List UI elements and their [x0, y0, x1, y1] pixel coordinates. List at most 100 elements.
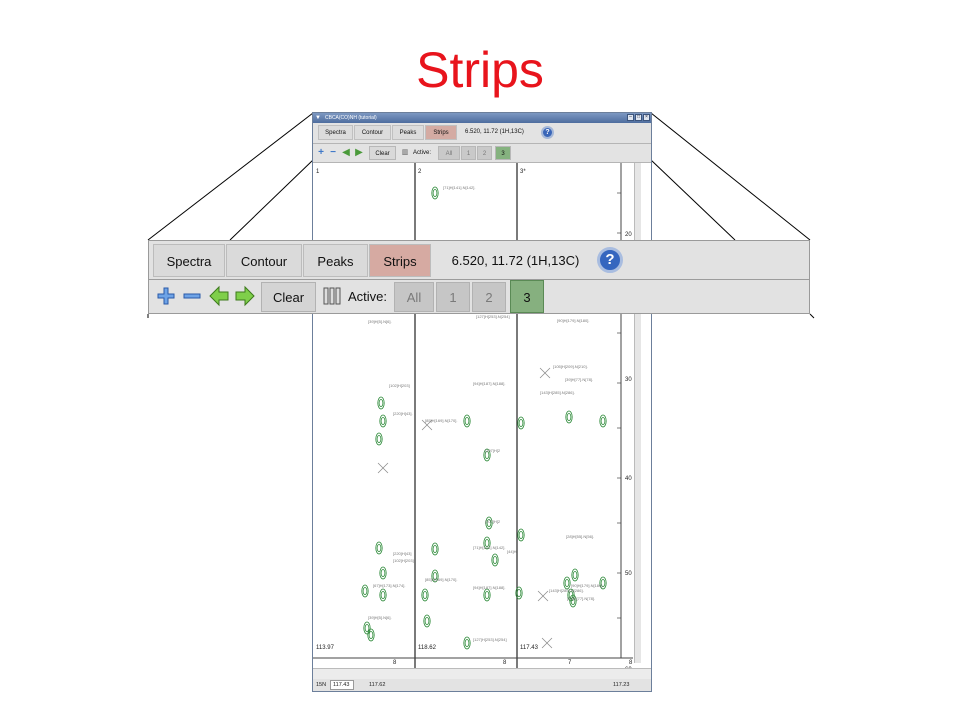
- vertical-scrollbar[interactable]: [634, 163, 641, 663]
- peak-contour: [516, 588, 522, 597]
- active-2-button[interactable]: 2: [477, 146, 492, 160]
- peak-contour: [483, 588, 491, 602]
- active-1-button[interactable]: 1: [436, 282, 470, 312]
- peak-label: [102]H[203]: [389, 383, 410, 388]
- tab-strips[interactable]: Strips: [425, 125, 457, 140]
- close-icon[interactable]: ×: [643, 114, 650, 121]
- strip-plot-area[interactable]: 1 2 3* 20 30 40 50 60 113.97 118.62 117.…: [313, 163, 651, 692]
- peak-contour: [380, 416, 386, 425]
- peak-label: [39]H[77].N[78].: [567, 596, 595, 601]
- peak-contour: [378, 398, 384, 407]
- strip-1-header: 1: [316, 169, 320, 175]
- peak-label: [85]H[169].N[170].: [425, 418, 457, 423]
- peak-contour: [571, 568, 579, 582]
- active-1-button[interactable]: 1: [461, 146, 476, 160]
- maximize-icon[interactable]: □: [635, 114, 642, 121]
- peak-contour: [424, 616, 430, 625]
- tab-bar: Spectra Contour Peaks Strips 6.520, 11.7…: [313, 123, 651, 144]
- peak-contour: [422, 590, 428, 599]
- peak-contour: [517, 416, 525, 430]
- active-3-button[interactable]: 3: [510, 280, 544, 313]
- peak-contour: [367, 628, 375, 642]
- peak-label: [107]H[2: [485, 519, 501, 524]
- arrow-right-icon[interactable]: ▶: [355, 147, 363, 158]
- peak-marker: [377, 462, 389, 474]
- tab-spectra[interactable]: Spectra: [153, 244, 225, 277]
- peak-contour: [486, 518, 492, 527]
- tab-contour[interactable]: Contour: [354, 125, 391, 140]
- arrow-left-icon[interactable]: [207, 282, 231, 310]
- tab-peaks[interactable]: Peaks: [392, 125, 424, 140]
- help-icon[interactable]: ?: [541, 126, 554, 139]
- peak-label: [90]H[179].N[180].: [571, 583, 603, 588]
- zoom-out-icon[interactable]: [180, 282, 204, 310]
- clear-button[interactable]: Clear: [261, 282, 316, 312]
- active-all-button[interactable]: All: [394, 282, 434, 312]
- peak-label: [39]H[5].N[6].: [368, 615, 392, 620]
- zoom-in-icon[interactable]: [154, 282, 178, 310]
- peak-label: [71]H[141].N[142].: [473, 545, 505, 550]
- peak-contour: [376, 543, 382, 552]
- peak-contour: [431, 186, 439, 200]
- peak-contour: [375, 432, 383, 446]
- horizontal-scrollbar[interactable]: [313, 668, 651, 679]
- help-icon[interactable]: ?: [597, 247, 623, 273]
- peak-contour: [379, 414, 387, 428]
- zoom-out-icon[interactable]: −: [330, 147, 336, 158]
- peak-label: [143]H[285].N[286].: [549, 588, 584, 593]
- peak-contour: [375, 541, 383, 555]
- tab-peaks[interactable]: Peaks: [303, 244, 368, 277]
- peak-contour: [361, 584, 369, 598]
- window-title: CBCA(CO)NH (tutorial): [325, 115, 377, 121]
- peak-contour: [600, 416, 606, 425]
- peak-contour: [564, 578, 570, 587]
- strip-1-footer: 113.97: [316, 645, 335, 651]
- tab-spectra[interactable]: Spectra: [318, 125, 353, 140]
- strip-columns-icon[interactable]: ▥: [401, 149, 409, 156]
- peak-contour: [432, 571, 438, 580]
- active-2-button[interactable]: 2: [472, 282, 506, 312]
- peak-contour: [492, 555, 498, 564]
- arrow-left-icon[interactable]: ◀: [342, 147, 350, 158]
- peak-contour: [518, 418, 524, 427]
- peak-contour: [570, 596, 576, 605]
- peak-label: [71]H[141].N[142].: [443, 185, 475, 190]
- tab-contour[interactable]: Contour: [226, 244, 302, 277]
- tab-strips[interactable]: Strips: [369, 244, 431, 277]
- strip-toolbar: + − ◀ ▶ Clear ▥ Active: All 1 2 3: [313, 144, 651, 163]
- peak-contour: [518, 530, 524, 539]
- window-menu-icon[interactable]: ▼: [315, 115, 321, 121]
- peak-contour: [483, 448, 491, 462]
- peak-contour: [485, 516, 493, 530]
- peak-contour: [421, 588, 429, 602]
- peak-labels: [71]H[141].N[142].[39]H[5].N[6].[127]H[2…: [368, 185, 603, 642]
- peak-contour: [599, 576, 607, 590]
- peak-contour: [363, 621, 371, 635]
- peak-contours: [361, 186, 607, 650]
- peak-label: [220]H[43]: [393, 551, 411, 556]
- peak-contour: [565, 410, 573, 424]
- minimize-icon[interactable]: –: [627, 114, 634, 121]
- peak-contour: [563, 576, 571, 590]
- zoom-in-icon[interactable]: +: [318, 147, 324, 158]
- active-all-button[interactable]: All: [438, 146, 460, 160]
- peak-contour: [362, 586, 368, 595]
- peak-label: [39]H[5].N[6].: [368, 319, 392, 324]
- active-3-button[interactable]: 3: [495, 146, 511, 160]
- arrow-right-icon[interactable]: [233, 282, 257, 310]
- status-bar: 15N 117.43 117.62 117.23: [313, 679, 651, 691]
- zoomed-strip-toolbar: Clear Active: All 1 2 3: [149, 280, 809, 313]
- range-left: 117.62: [369, 682, 386, 688]
- position-input[interactable]: 117.43: [330, 680, 354, 690]
- zoomed-tab-bar: Spectra Contour Peaks Strips 6.520, 11.7…: [149, 241, 809, 280]
- clear-button[interactable]: Clear: [369, 146, 396, 160]
- strip-2-header: 2: [418, 169, 422, 175]
- peak-contour: [463, 636, 471, 650]
- peak-contour: [566, 412, 572, 421]
- peak-contour: [515, 586, 523, 600]
- peak-contour: [463, 414, 471, 428]
- strip-columns-icon[interactable]: [320, 282, 344, 310]
- peak-label: [67]H[173].N[174].: [373, 583, 405, 588]
- x-tick-label: 7: [568, 660, 572, 666]
